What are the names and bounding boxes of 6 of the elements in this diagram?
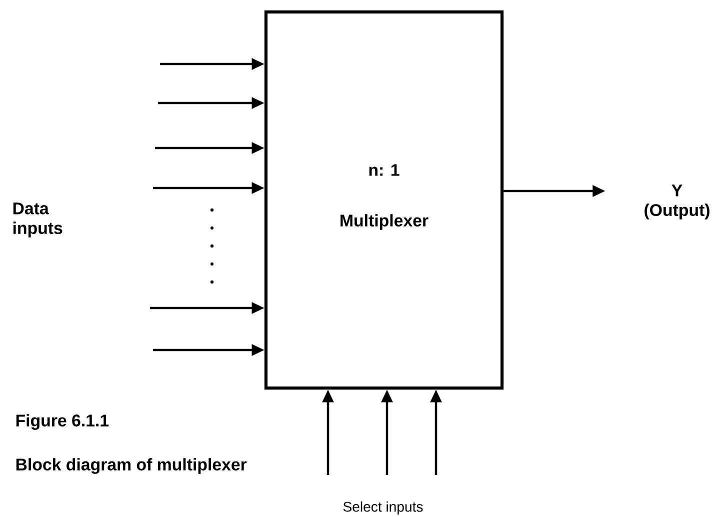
figure-number: Figure 6.1.1 <box>16 414 109 430</box>
output-label: Y (Output) <box>644 184 710 220</box>
select-inputs-label: Select inputs <box>343 501 423 515</box>
data-inputs-label: Data inputs <box>13 202 62 238</box>
figure-caption: Block diagram of multiplexer <box>16 458 247 474</box>
multiplexer-block: n: 1 Multiplexer <box>264 10 504 390</box>
